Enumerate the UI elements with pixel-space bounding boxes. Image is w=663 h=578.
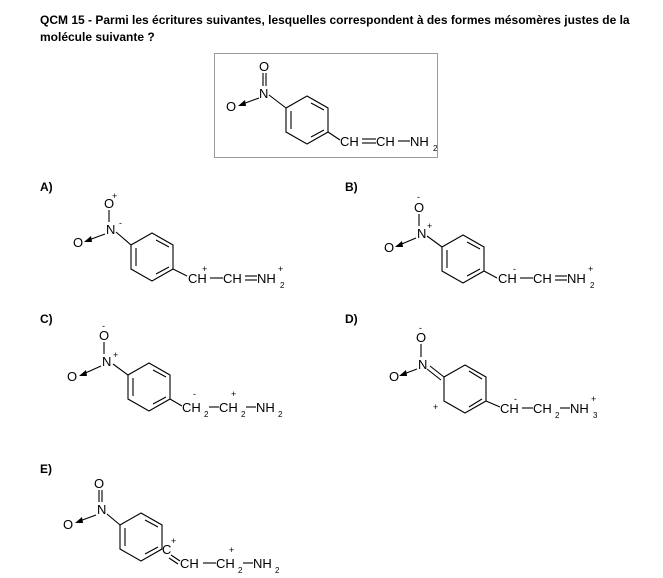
d-o-top-minus: - [419, 323, 422, 333]
d-o-left: O [389, 369, 399, 384]
d-ch-2: CH [533, 401, 552, 416]
b-nh: NH [567, 271, 586, 286]
d-nh-sub: 3 [593, 411, 598, 420]
b-o-top: O [414, 200, 424, 215]
e-o-left: O [63, 517, 73, 532]
option-label-d: D) [345, 312, 358, 326]
e-nh: NH [253, 556, 272, 571]
nitro-o-left: O [226, 99, 236, 114]
b-o-left: O [384, 240, 394, 255]
nitro-n: N [259, 86, 268, 101]
e-c-plus: + [171, 536, 176, 546]
b-o-top-minus: - [417, 192, 420, 202]
e-ch-2-plus: + [229, 545, 234, 555]
a-o-top: O [104, 196, 114, 211]
c-nh: NH [256, 400, 275, 415]
a-nh-sub: 2 [280, 281, 285, 290]
chain-nh-sub: 2 [433, 144, 438, 153]
c-ch-2-sub: 2 [241, 410, 246, 419]
chain-nh: NH [410, 134, 429, 149]
c-ch-1: CH [182, 400, 201, 415]
question-text: QCM 15 - Parmi les écritures suivantes, … [40, 12, 640, 46]
e-n: N [97, 502, 106, 517]
b-ch-1: CH [498, 271, 517, 286]
structure-option-a: N - O + O CH + CH NH + 2 [73, 191, 285, 290]
reference-molecule-box [214, 53, 438, 158]
e-nh-sub: 2 [275, 566, 280, 575]
a-ch-1: CH [188, 271, 207, 286]
structure-option-b: N + O - O CH - CH NH + 2 [384, 192, 595, 290]
e-ch-2: CH [216, 556, 235, 571]
a-nh: NH [257, 271, 276, 286]
option-label-c: C) [40, 312, 53, 326]
nitro-o-top: O [259, 59, 269, 74]
c-ch-1-minus: - [193, 389, 196, 399]
c-ch-1-sub: 2 [204, 410, 209, 419]
question-body: Parmi les écritures suivantes, lesquelle… [40, 13, 630, 44]
b-n: N [417, 226, 426, 241]
d-ch-1: CH [500, 401, 519, 416]
b-ch-2: CH [533, 271, 552, 286]
b-nh-sub: 2 [590, 281, 595, 290]
c-ch-2: CH [219, 400, 238, 415]
option-label-b: B) [345, 180, 358, 194]
d-o-top: O [416, 330, 426, 345]
a-nh-plus: + [278, 264, 283, 274]
d-n: N [418, 357, 427, 372]
b-nh-plus: + [588, 264, 593, 274]
question-number: QCM 15 - [40, 13, 93, 27]
structure-option-d: N O - O + CH - CH 2 NH + 3 [389, 323, 598, 420]
e-o-top: O [94, 476, 104, 491]
c-o-top: O [99, 328, 109, 343]
c-n: N [102, 354, 111, 369]
a-n-minus: - [119, 218, 122, 228]
b-n-plus: + [427, 221, 432, 231]
d-nh-plus: + [591, 394, 596, 404]
option-label-e: E) [40, 462, 52, 476]
a-o-left: O [73, 235, 83, 250]
e-ch-1: CH [180, 556, 199, 571]
a-n: N [106, 222, 115, 237]
a-o-top-plus: + [112, 191, 117, 201]
b-ch-1-minus: - [513, 264, 516, 274]
c-o-left: O [67, 369, 77, 384]
structure-option-e: N O O C + CH CH + 2 NH 2 [63, 476, 280, 575]
chain-ch-1: CH [340, 134, 359, 149]
e-c: C [162, 542, 171, 557]
reference-molecule: N O O CH CH NH 2 [226, 59, 438, 153]
c-ch-2-plus: + [231, 389, 236, 399]
a-ch-2: CH [223, 271, 242, 286]
option-label-a: A) [40, 180, 53, 194]
structure-option-c: N + O - O CH - 2 CH + 2 NH 2 [67, 321, 283, 419]
d-ch-2-sub: 2 [555, 411, 560, 420]
chain-ch-2: CH [376, 134, 395, 149]
a-ch-1-plus: + [202, 264, 207, 274]
c-n-plus: + [113, 350, 118, 360]
c-nh-sub: 2 [278, 410, 283, 419]
d-nh: NH [570, 401, 589, 416]
e-ch-2-sub: 2 [238, 566, 243, 575]
d-ring-plus: + [433, 402, 438, 412]
c-o-top-minus: - [102, 321, 105, 331]
d-ch-1-minus: - [514, 394, 517, 404]
